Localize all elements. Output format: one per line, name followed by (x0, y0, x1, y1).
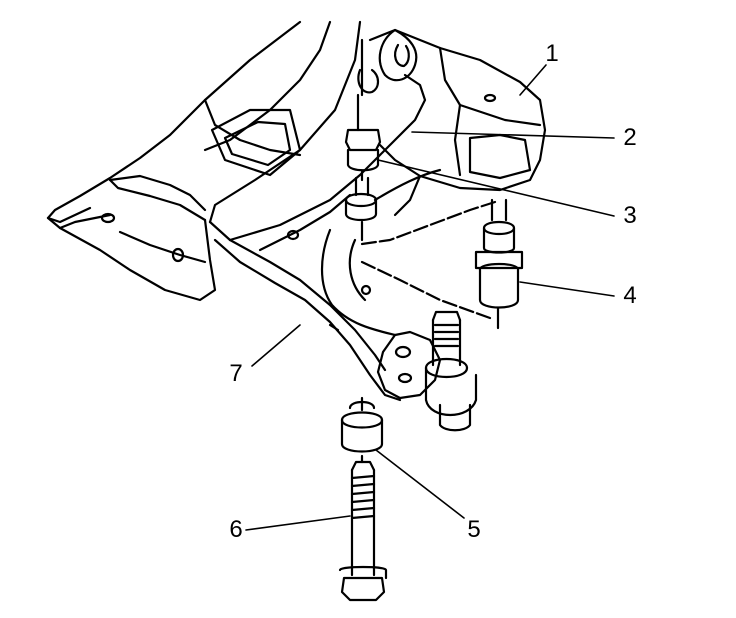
leader-lines (245, 64, 615, 531)
guide-lines (360, 38, 500, 464)
rear-bushing-assembly (474, 198, 524, 309)
control-arm-bolt-nut (344, 93, 382, 172)
callout-7: 7 (229, 360, 243, 387)
control-arm-bolt (338, 460, 388, 602)
callout-4: 4 (623, 282, 637, 309)
callout-5: 5 (467, 516, 481, 543)
callout-2: 2 (623, 124, 637, 151)
lower-control-arm (208, 73, 478, 432)
callout-1: 1 (545, 40, 559, 67)
callout-3: 3 (623, 202, 637, 229)
upper-bushing (344, 176, 378, 222)
frame-crossmember (46, 20, 547, 302)
callout-6: 6 (229, 516, 243, 543)
